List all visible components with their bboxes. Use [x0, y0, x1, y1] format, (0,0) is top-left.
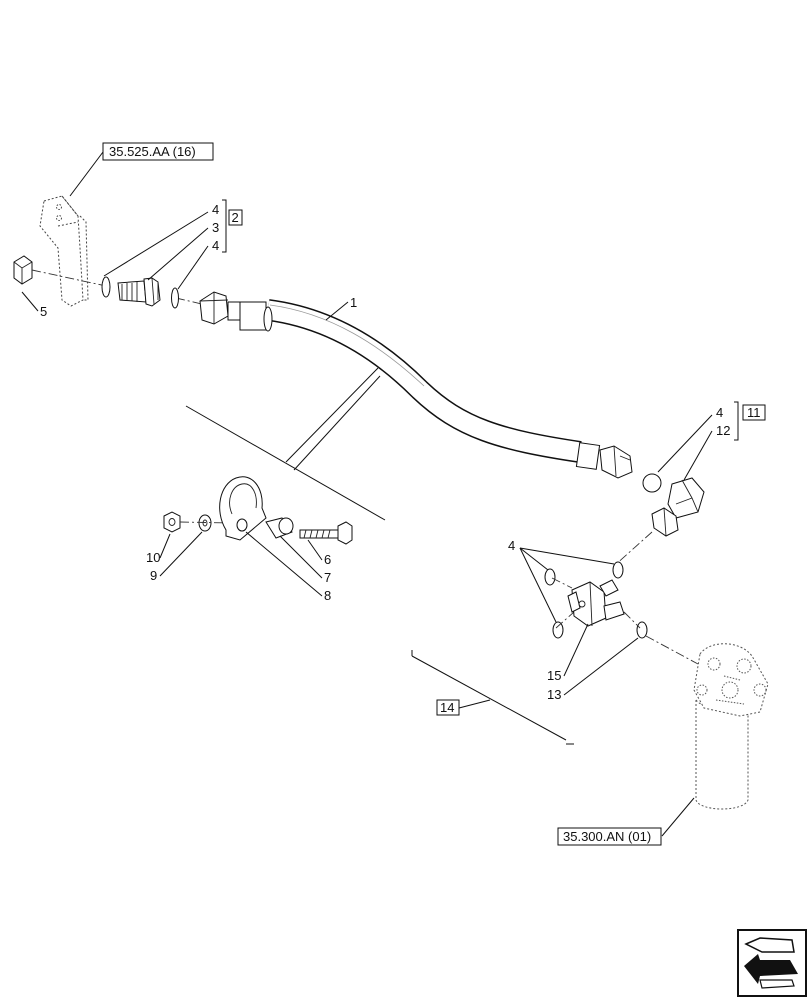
- hose-part: [266, 299, 582, 463]
- hose-fitting-left: [199, 291, 273, 332]
- callout-elbow: 12: [716, 423, 730, 438]
- nut-left-part: [13, 255, 33, 285]
- clamp-part: [219, 476, 267, 541]
- callout-nut-left-leader: [21, 291, 39, 312]
- clamp-washer-part: [198, 514, 212, 532]
- filter-leader: [661, 797, 695, 837]
- callout-nut-left: 5: [40, 304, 47, 319]
- filter-reference-label: 35.300.AN (01): [563, 829, 651, 844]
- tee-oring-a: [544, 568, 556, 586]
- callout-elbow-oring: 4: [716, 405, 723, 420]
- group-bracket-11: [734, 401, 739, 441]
- elbow-oring-part: [642, 473, 662, 493]
- centerline-left: [31, 269, 107, 287]
- elbow-part: [651, 477, 705, 537]
- bracket-reference-box: [102, 142, 214, 161]
- filter-part: [693, 643, 769, 810]
- callout-tee-oring-lower: 13: [547, 687, 561, 702]
- clamp-nut-part: [163, 511, 181, 533]
- bracket-reference-label: 35.525.AA (16): [109, 144, 196, 159]
- callout-tee: 15: [547, 668, 561, 683]
- callout-oring-upper-a: 4: [212, 202, 219, 217]
- callout-oring-upper-b: 4: [212, 238, 219, 253]
- callout-bolt: 6: [324, 552, 331, 567]
- callout-clamp-washer: 9: [150, 568, 157, 583]
- back-arrow-icon[interactable]: [737, 929, 807, 997]
- section-line-a: [185, 405, 386, 521]
- svg-text:11: 11: [747, 405, 761, 420]
- tee-oring-lower-part: [636, 621, 648, 639]
- filter-reference-box: [557, 827, 662, 846]
- callout-spacer: 7: [324, 570, 331, 585]
- bracket-reference[interactable]: 35.525.AA (16): [102, 142, 214, 161]
- group-box-14: 14: [436, 699, 460, 716]
- filter-reference[interactable]: 35.300.AN (01): [557, 827, 662, 846]
- callout-clamp-nut: 10: [146, 550, 160, 565]
- group-box-11: 11: [742, 404, 766, 421]
- callout-adapter: 3: [212, 220, 219, 235]
- hose-fitting-right: [575, 442, 633, 479]
- oring-upper-b-part: [171, 287, 179, 309]
- bracket-part: [39, 195, 89, 307]
- group-box-2: 2: [228, 209, 243, 226]
- group-bracket-2: [222, 199, 227, 253]
- spacer-part: [265, 517, 294, 539]
- adapter-part: [117, 277, 161, 307]
- bolt-part: [299, 521, 353, 545]
- callout-tee-orings: 4: [508, 538, 515, 553]
- tee-part: [567, 579, 625, 627]
- callout-clamp: 8: [324, 588, 331, 603]
- bracket-leader: [69, 151, 104, 197]
- tee-oring-c: [552, 621, 564, 639]
- tee-oring-b: [612, 561, 624, 579]
- svg-text:14: 14: [440, 700, 454, 715]
- callout-hose: 1: [350, 295, 357, 310]
- oring-upper-a-part: [101, 276, 111, 298]
- svg-text:2: 2: [232, 210, 239, 225]
- section-line-b: [411, 655, 567, 741]
